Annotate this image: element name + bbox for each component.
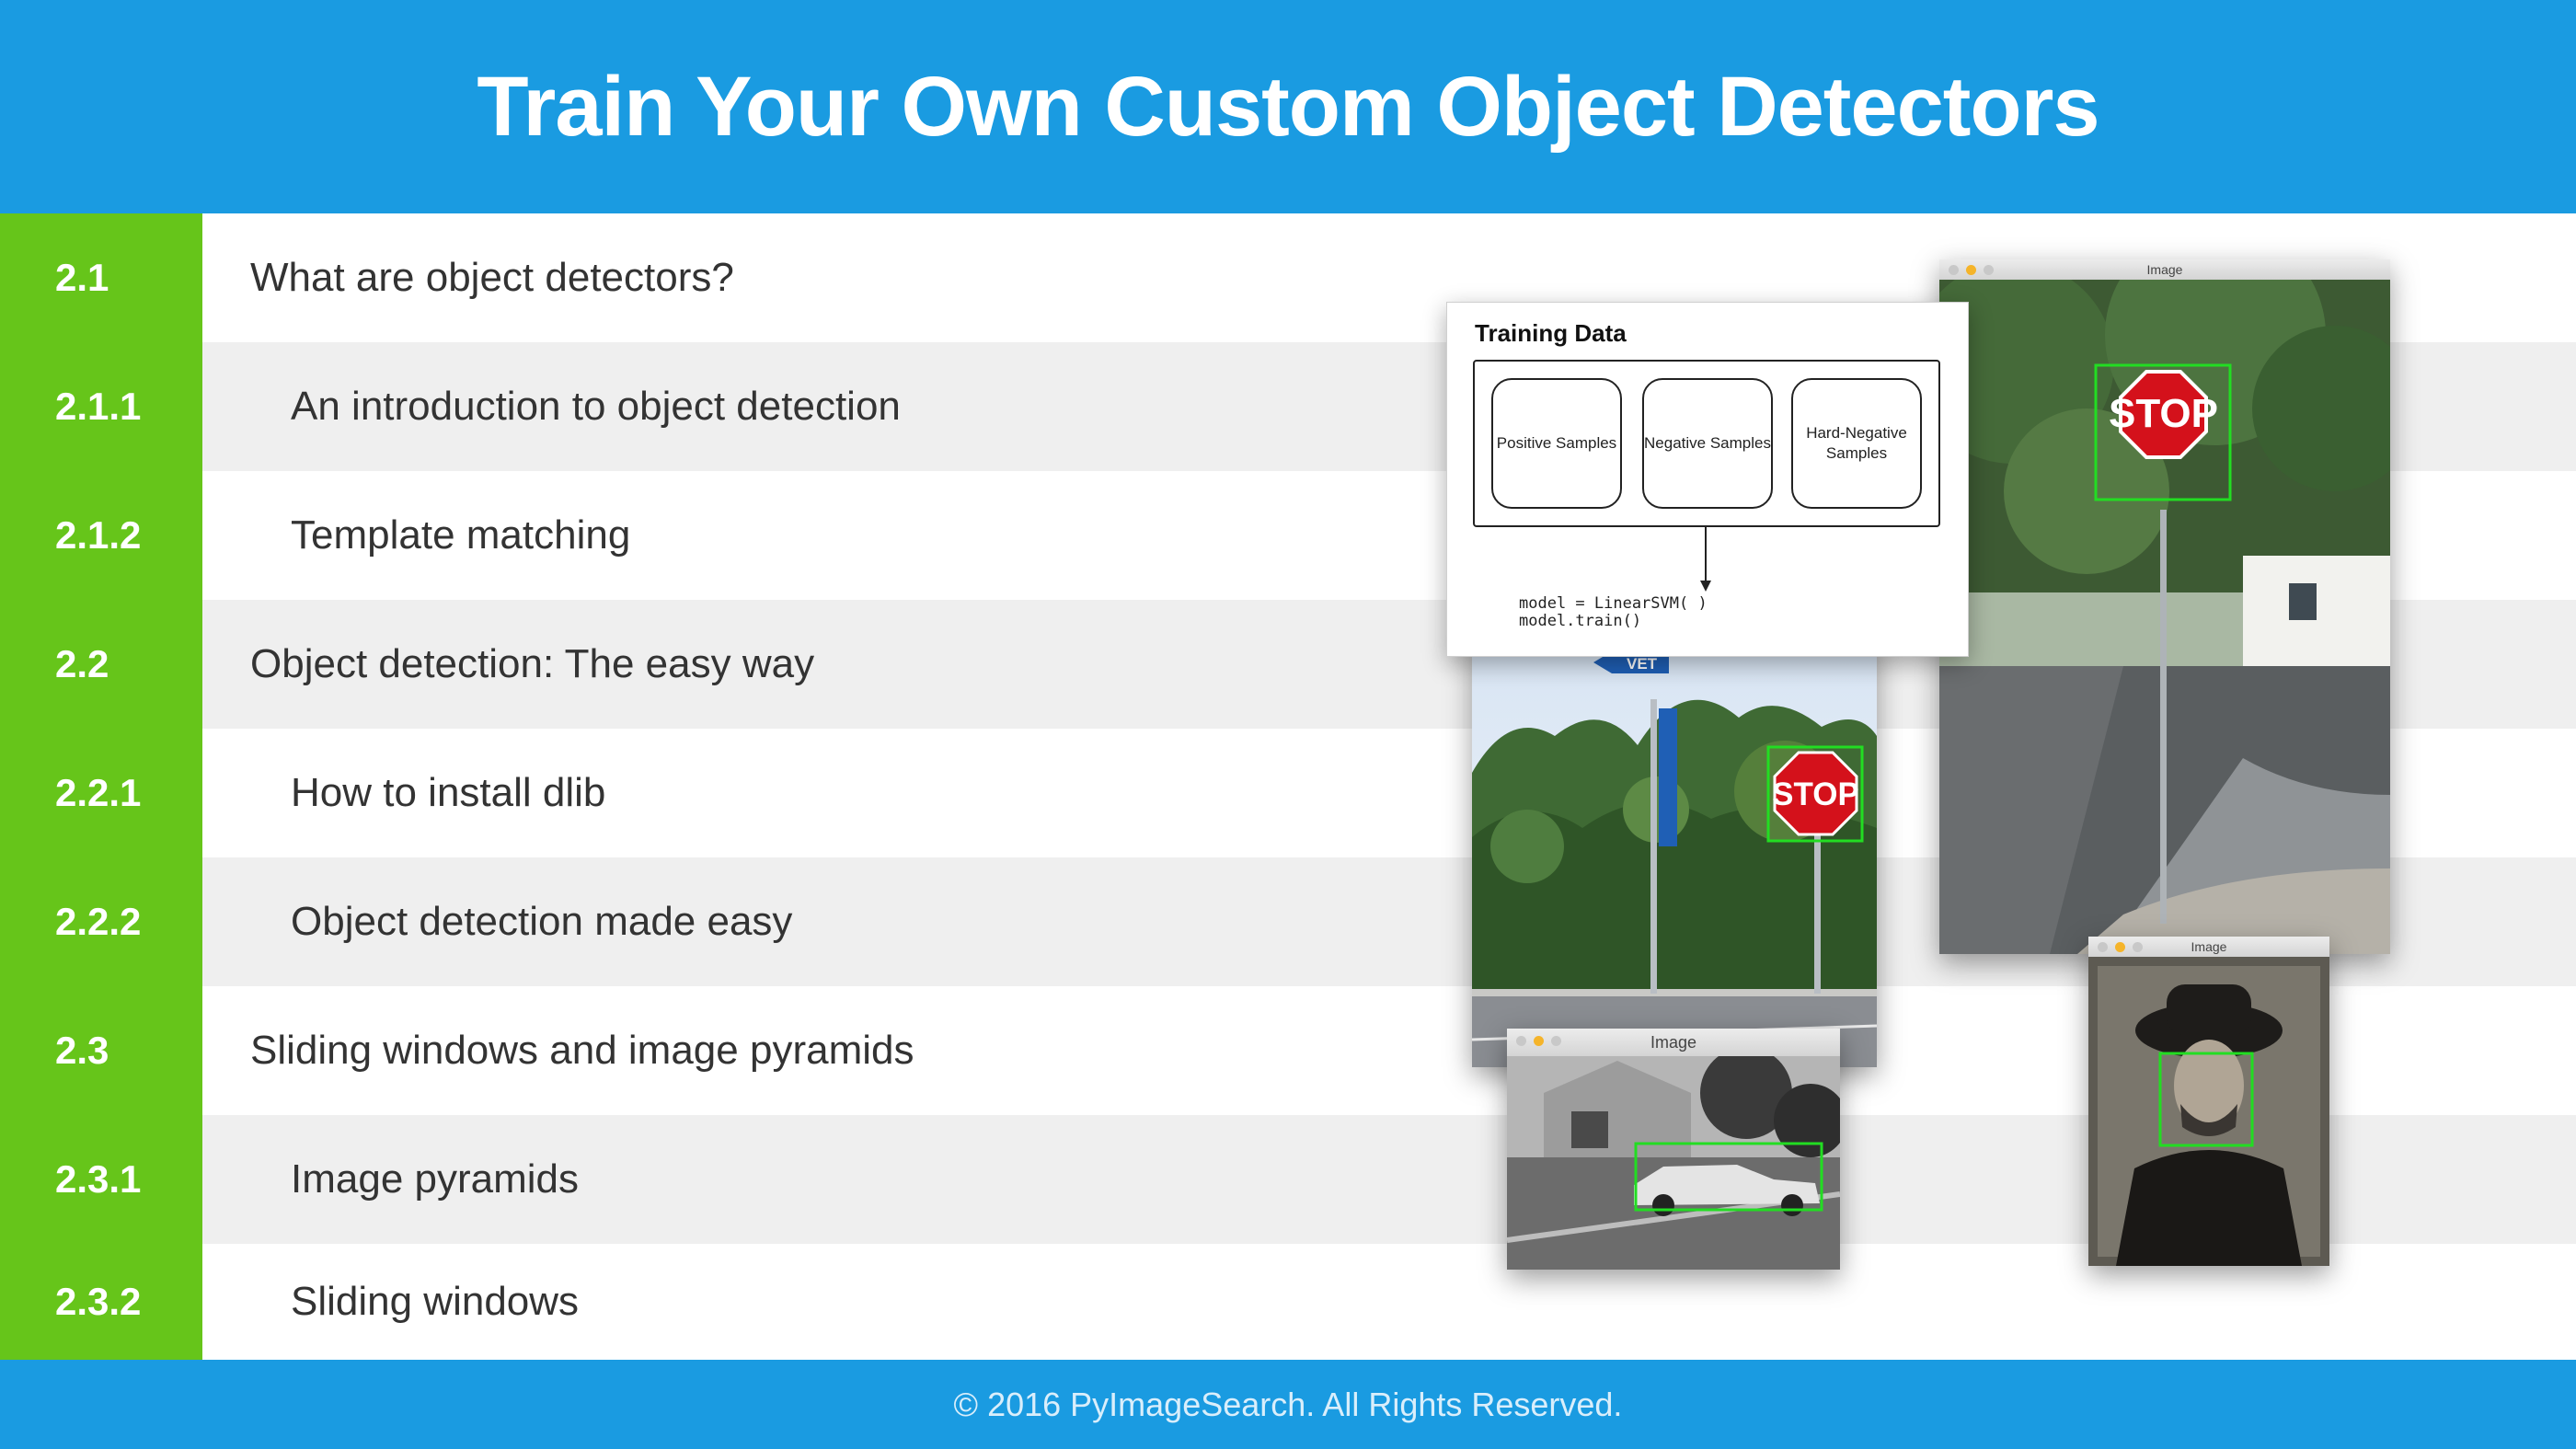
toc-number: 2.2.1 <box>0 729 202 857</box>
toc-label: Sliding windows and image pyramids <box>250 1028 914 1073</box>
toc-number: 2.1.1 <box>0 342 202 471</box>
toc-label: Object detection made easy <box>291 899 793 944</box>
diagram-title: Training Data <box>1475 319 1627 347</box>
toc-number: 2.1.2 <box>0 471 202 600</box>
header-banner: Train Your Own Custom Object Detectors <box>0 0 2576 213</box>
stop-sign-image: STOP <box>1939 280 2390 954</box>
detection-box <box>2094 363 2232 501</box>
toc-label: How to install dlib <box>291 770 606 815</box>
training-data-diagram: Training Data Positive Samples Negative … <box>1446 302 1969 657</box>
toc-number: 2.3 <box>0 986 202 1115</box>
toc-row[interactable]: 2.1 What are object detectors? <box>0 213 2576 342</box>
negative-samples-box: Negative Samples <box>1642 378 1773 509</box>
detection-box <box>2158 1052 2254 1147</box>
toc-row[interactable]: 2.3.2 Sliding windows <box>0 1244 2576 1360</box>
toc-label: Sliding windows <box>291 1279 580 1324</box>
car-detection-window: Image <box>1507 1029 1840 1270</box>
toc-number: 2.3.1 <box>0 1115 202 1244</box>
window-title-bar[interactable]: Image <box>1939 259 2390 280</box>
close-window-icon[interactable] <box>1949 265 1959 275</box>
car-image <box>1507 1056 1840 1270</box>
toc-number: 2.3.2 <box>0 1244 202 1360</box>
arrowhead-icon <box>1700 581 1711 592</box>
copyright-footer: © 2016 PyImageSearch. All Rights Reserve… <box>0 1360 2576 1449</box>
stop-sign-text: STOP <box>2109 391 2218 436</box>
hard-negative-samples-box: Hard-Negative Samples <box>1791 378 1922 509</box>
toc-row[interactable]: 2.1.2 Template matching <box>0 471 2576 600</box>
toc-number: 2.1 <box>0 213 202 342</box>
minimize-window-icon[interactable] <box>1534 1036 1544 1046</box>
zoom-window-icon[interactable] <box>1551 1036 1561 1046</box>
samples-container: Positive Samples Negative Samples Hard-N… <box>1473 360 1940 527</box>
page-title: Train Your Own Custom Object Detectors <box>477 59 2099 154</box>
positive-samples-box: Positive Samples <box>1491 378 1622 509</box>
stop-sign-text: STOP <box>1772 776 1859 812</box>
window-title-bar[interactable]: Image <box>2088 937 2329 957</box>
toc-label: An introduction to object detection <box>291 384 901 429</box>
toc-number: 2.2 <box>0 600 202 729</box>
window-title: Image <box>1650 1033 1697 1052</box>
copyright-text: © 2016 PyImageSearch. All Rights Reserve… <box>953 1385 1623 1423</box>
street-scene-image: VET STOP <box>1472 635 1877 1067</box>
minimize-window-icon[interactable] <box>2115 942 2125 952</box>
stop-sign-window: Image STOP <box>1939 259 2390 954</box>
close-window-icon[interactable] <box>2098 942 2108 952</box>
toc-row[interactable]: 2.3 Sliding windows and image pyramids <box>0 986 2576 1115</box>
toc-number: 2.2.2 <box>0 857 202 986</box>
toc-label: Template matching <box>291 512 631 558</box>
zoom-window-icon[interactable] <box>2133 942 2143 952</box>
toc-label: Object detection: The easy way <box>250 641 815 686</box>
arrow-down-icon <box>1705 527 1707 582</box>
street-sign-text: VET <box>1627 655 1658 673</box>
window-title: Image <box>2191 939 2227 954</box>
training-code: model = LinearSVM( ) model.train() <box>1519 594 1708 630</box>
close-window-icon[interactable] <box>1516 1036 1526 1046</box>
toc-label: Image pyramids <box>291 1156 580 1202</box>
detection-box <box>1634 1142 1823 1212</box>
street-stop-sign-photo: VET STOP <box>1472 635 1877 1067</box>
detection-box <box>1766 745 1864 843</box>
window-title-bar[interactable]: Image <box>1507 1029 1840 1056</box>
face-detection-window: Image <box>2088 937 2329 1266</box>
toc-label: What are object detectors? <box>250 255 734 300</box>
window-title: Image <box>2146 262 2183 277</box>
zoom-window-icon[interactable] <box>1984 265 1994 275</box>
portrait-image <box>2088 957 2329 1266</box>
example-collage: VET STOP Image STOP <box>1435 248 2410 1288</box>
toc-row[interactable]: 2.2.1 How to install dlib <box>0 729 2576 857</box>
minimize-window-icon[interactable] <box>1966 265 1976 275</box>
